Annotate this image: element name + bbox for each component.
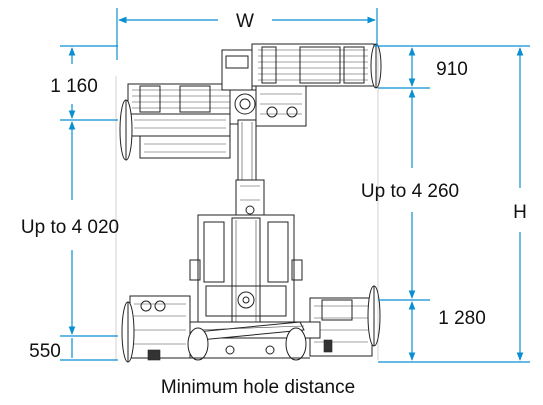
top-left-dimension: 1 160	[50, 76, 98, 97]
vertical-mast	[235, 119, 265, 221]
top-right-dimension: 910	[436, 59, 468, 80]
drawing-caption: Minimum hole distance	[161, 377, 355, 398]
lower-right-attachment	[309, 285, 381, 357]
middle-right-dimension: Up to 4 260	[361, 181, 459, 202]
middle-left-dimension: Up to 4 020	[21, 217, 119, 238]
bottom-left-dimension: 550	[29, 341, 61, 362]
upper-left-arm	[119, 83, 239, 161]
base-beam	[186, 321, 321, 361]
machine-drawing	[115, 43, 382, 363]
central-head	[221, 49, 307, 127]
height-label: H	[513, 202, 527, 223]
width-label: W	[236, 11, 254, 32]
lower-chassis	[189, 214, 303, 329]
upper-carriage	[251, 43, 382, 89]
dimension-lines	[60, 8, 530, 363]
lower-left-attachment	[121, 295, 191, 363]
bottom-right-dimension: 1 280	[438, 308, 486, 329]
